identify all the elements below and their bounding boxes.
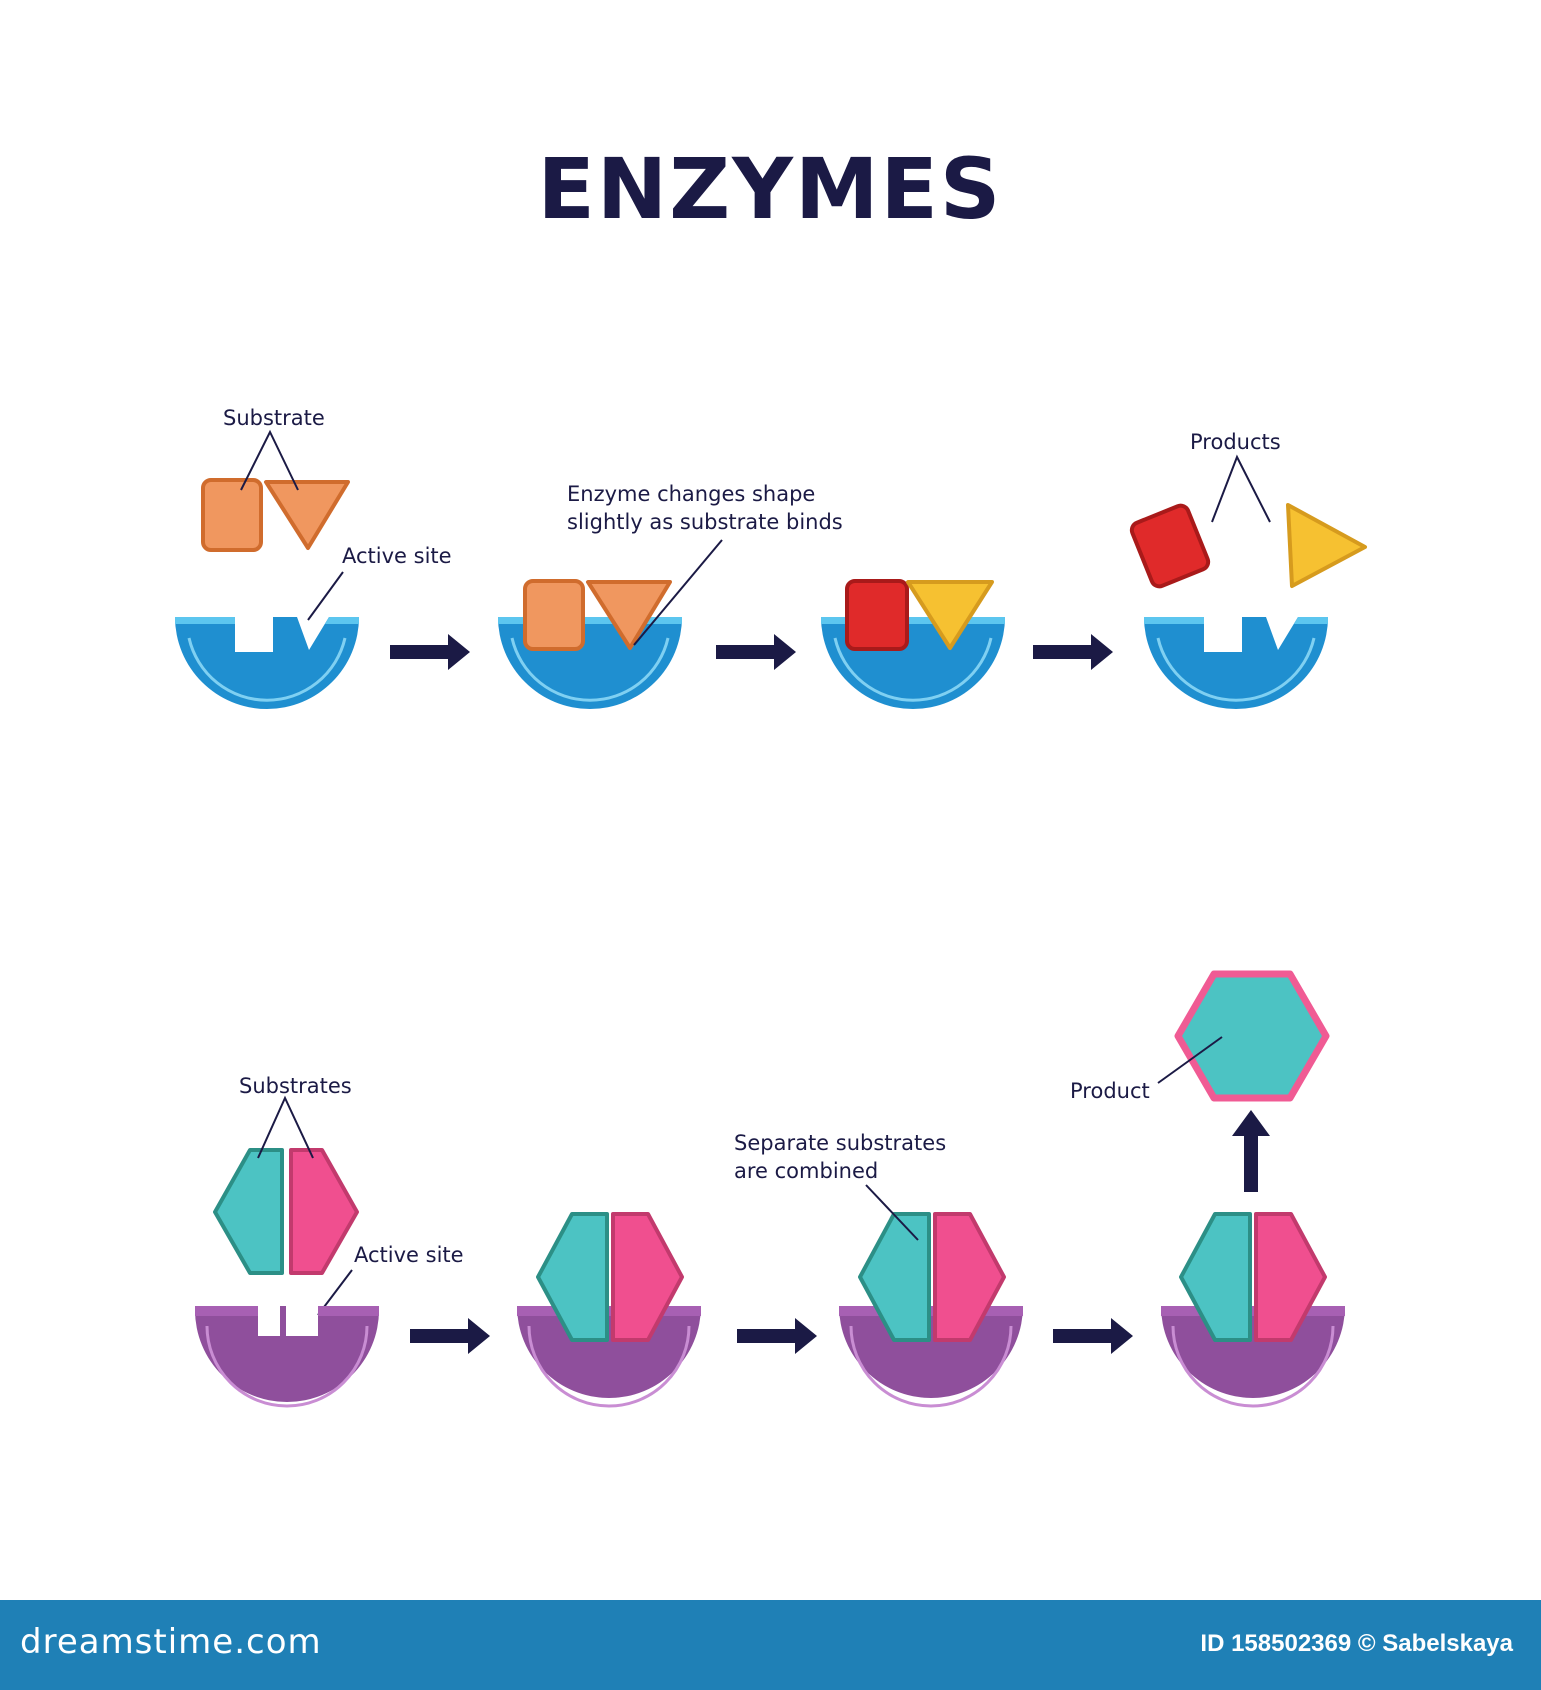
substrate-pointer <box>240 429 299 491</box>
products-label: Products <box>1190 430 1281 454</box>
stage-2-substrate <box>523 579 672 651</box>
change-label-line1: Enzyme changes shape <box>567 482 815 506</box>
page-title: ENZYMES <box>538 140 1003 238</box>
footer-credit: ID 158502369 © Sabelskaya <box>1200 1630 1513 1657</box>
change-label-line2: slightly as substrate binds <box>567 510 843 534</box>
change-pointer <box>633 539 723 646</box>
enzyme-blue-1 <box>173 615 361 711</box>
substrate-label: Substrate <box>223 406 325 430</box>
arrow-1 <box>390 634 470 670</box>
arrow-3 <box>1033 634 1113 670</box>
arrow-4 <box>410 1318 490 1354</box>
product-hexagon <box>1174 970 1330 1102</box>
active-site-label-bottom: Active site <box>354 1243 464 1267</box>
combined-label-line2: are combined <box>734 1159 878 1183</box>
combined-pointer <box>865 1184 919 1241</box>
product-label: Product <box>1070 1079 1150 1103</box>
arrow-2 <box>716 634 796 670</box>
footer-bar: dreamstime.com ID 158502369 © Sabelskaya <box>0 1600 1541 1690</box>
arrow-5 <box>737 1318 817 1354</box>
substrates-label: Substrates <box>239 1074 352 1098</box>
stage-1-substrate <box>201 478 350 552</box>
enzyme-blue-4 <box>1142 615 1330 711</box>
stage-1-substrates <box>213 1148 359 1275</box>
combined-label-line1: Separate substrates <box>734 1131 946 1155</box>
active-site-label-top: Active site <box>342 544 452 568</box>
footer-brand: dreamstime.com <box>20 1622 322 1662</box>
arrow-up <box>1232 1110 1270 1192</box>
enzyme-purple-1 <box>195 1306 379 1408</box>
substrates-pointer <box>257 1095 314 1159</box>
products-pointer <box>1211 454 1271 523</box>
enzyme-purple-4 <box>1159 1304 1347 1408</box>
product-pointer <box>1157 1036 1223 1084</box>
released-products <box>1129 503 1367 589</box>
arrow-6 <box>1053 1318 1133 1354</box>
active-site-pointer-top <box>307 571 344 621</box>
stage-3-products-bound <box>845 579 994 651</box>
